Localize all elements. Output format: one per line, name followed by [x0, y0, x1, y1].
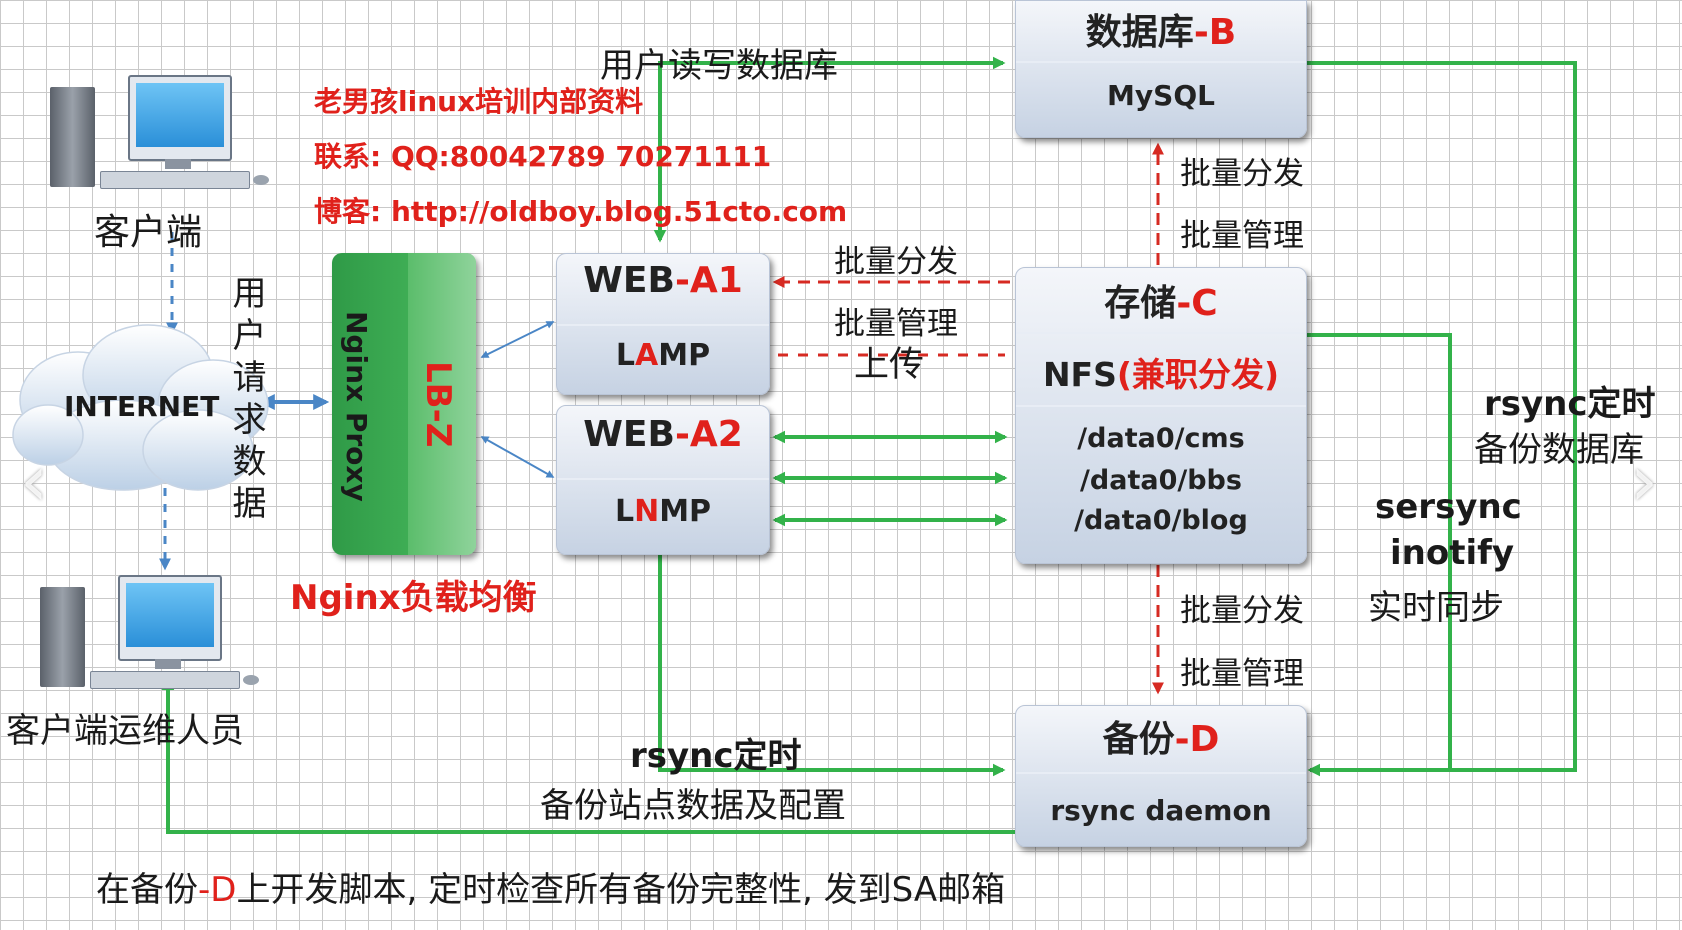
lb-z-node: Nginx Proxy LB-Z	[332, 253, 476, 555]
footer-note: 在备份-D上开发脚本, 定时检查所有备份完整性, 发到SA邮箱	[96, 870, 1006, 910]
rsync-db-label-2: 备份数据库	[1474, 430, 1644, 470]
batch-dist-db-label: 批量分发	[1180, 156, 1304, 192]
storage-path-3: /data0/blog	[1074, 505, 1248, 536]
rsync-site-label-1: rsync定时	[630, 736, 802, 776]
edge-user-to-db	[658, 56, 1006, 140]
batch-mgmt-db-label: 批量管理	[1180, 218, 1304, 254]
chevron-left-icon[interactable]: ‹	[20, 440, 48, 522]
web-a2-stack: LNMP	[614, 494, 712, 529]
batch-mgmt-web-label: 批量管理	[834, 306, 958, 342]
upload-label: 上传	[854, 345, 925, 385]
nginx-proxy-label: Nginx Proxy	[340, 311, 373, 502]
lb-z-name: LB-Z	[418, 361, 458, 448]
db-b-node: 数据库-B MySQL	[1015, 0, 1307, 138]
rsync-site-label-2: 备份站点数据及配置	[540, 786, 846, 826]
web-a2-node: WEB-A2 LNMP	[556, 405, 770, 555]
rsync-db-label-1: rsync定时	[1484, 384, 1656, 424]
edge-web-to-backup	[658, 555, 1006, 777]
cloud-icon	[12, 324, 269, 491]
computer-icon	[50, 75, 270, 205]
edge-lb-to-web-a1	[480, 321, 555, 358]
db-b-service: MySQL	[1107, 79, 1215, 112]
batch-dist-web-label: 批量分发	[834, 244, 958, 280]
chevron-right-icon[interactable]: ›	[1630, 440, 1658, 522]
inotify-label: inotify	[1390, 533, 1515, 573]
edge-storage-to-backup	[1305, 333, 1452, 770]
batch-dist-backup-label: 批量分发	[1180, 593, 1304, 629]
computer-icon	[40, 575, 270, 705]
watermark-line-2: 联系: QQ:80042789 70271111	[314, 140, 772, 173]
db-b-title: 数据库-B	[1085, 12, 1237, 53]
client-label: 客户端	[94, 212, 203, 253]
ops-label: 客户端运维人员	[6, 711, 244, 751]
web-a2-title: WEB-A2	[583, 414, 743, 455]
backup-d-title: 备份-D	[1102, 719, 1220, 760]
batch-mgmt-backup-label: 批量管理	[1180, 656, 1304, 692]
storage-path-2: /data0/bbs	[1080, 465, 1242, 496]
internet-label: INTERNET	[64, 390, 220, 423]
storage-path-1: /data0/cms	[1077, 423, 1245, 454]
edge-lb-to-web-a2	[480, 436, 555, 478]
web-a1-title: WEB-A1	[583, 260, 743, 301]
backup-d-service: rsync daemon	[1050, 794, 1272, 827]
realtime-sync-label: 实时同步	[1368, 588, 1504, 628]
storage-c-node: 存储-C NFS(兼职分发) /data0/cms /data0/bbs /da…	[1015, 267, 1307, 564]
watermark-line-1: 老男孩linux培训内部资料	[314, 85, 644, 118]
edge-db-to-backup	[1305, 61, 1577, 777]
edge-backup-to-ops	[161, 677, 1015, 834]
sersync-label: sersync	[1375, 487, 1522, 527]
storage-c-service: NFS(兼职分发)	[1042, 355, 1280, 394]
backup-d-node: 备份-D rsync daemon	[1015, 705, 1307, 847]
lb-caption: Nginx负载均衡	[290, 578, 537, 618]
user-request-label: 用户请求数据	[226, 275, 266, 527]
watermark-line-3: 博客: http://oldboy.blog.51cto.com	[314, 195, 848, 228]
web-a1-stack: LAMP	[615, 338, 711, 373]
web-a1-node: WEB-A1 LAMP	[556, 253, 770, 395]
storage-c-title: 存储-C	[1104, 283, 1218, 324]
user-rw-db-label: 用户读写数据库	[600, 46, 838, 86]
